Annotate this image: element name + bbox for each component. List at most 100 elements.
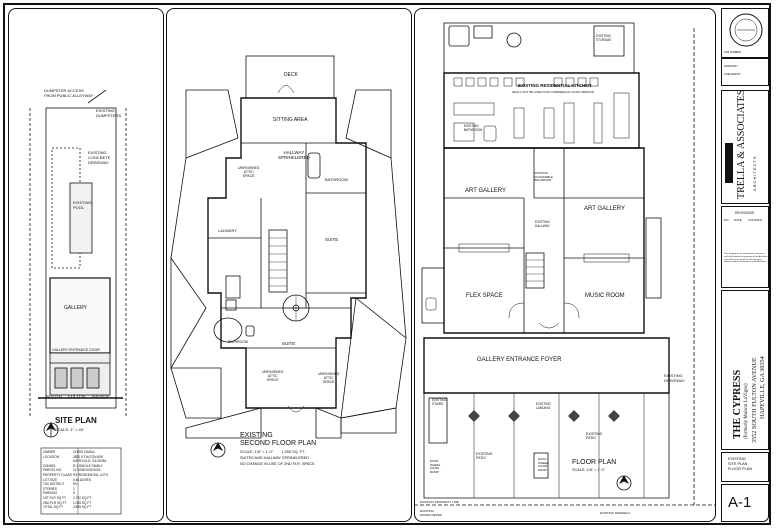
project-info-key: LOCATION — [43, 454, 60, 459]
checked-by-label: CHECKED BY — [724, 73, 741, 76]
bathroom-label: BATHROOM — [325, 177, 348, 182]
project-info-row: STORIES 2 — [43, 487, 121, 492]
architect-seal — [729, 13, 763, 47]
second-floor-title: EXISTING SECOND FLOOR PLAN — [240, 432, 317, 447]
existing-patio-2-label: EXISTING PATIO — [586, 432, 603, 440]
firm-box: TRELLA & ASSOCIATES ARCHITECTS — [721, 90, 769, 204]
rev-content-label: CONTENT — [748, 218, 763, 222]
firm-sub: ARCHITECTS — [752, 155, 757, 191]
music-room-label: MUSIC ROOM — [585, 293, 625, 299]
rev-date-label: DATE — [734, 218, 742, 222]
revisions-label: REVISIONS — [735, 211, 755, 215]
gallery-label: GALLERY — [64, 305, 87, 311]
project-info-row: PARCEL NO.14 0098 0009 0004 — [43, 468, 121, 473]
project-info-key: LOT SIZE — [43, 477, 58, 482]
second-floor-scale: SCALE: 1/8" = 1'-0" 1,055 SQ. FT. — [240, 450, 305, 454]
existing-bathroom-label: EXISTING BATHROOM — [464, 124, 483, 132]
street-label: SOUTH FULTON AVENUE — [46, 394, 110, 399]
gallery-foyer-label: GALLERY ENTRANCE FOYER — [477, 357, 562, 363]
second-floor-panel — [166, 8, 412, 522]
existing-accessible-label: EXISTING ACCESSIBLE BATHROOM — [534, 171, 553, 183]
floor-plan-title: FLOOR PLAN — [572, 459, 617, 466]
project-info-value: HAPEVILLE, GA 30354 — [73, 459, 107, 464]
project-info-value: R3 RESIDENTIAL LOTS — [73, 472, 108, 477]
site-plan-drawing — [29, 89, 127, 515]
property-line-label: EXISTING PROPERTY LINE — [420, 500, 459, 504]
project-info-row: TOTAL SQ FT 3,805 SQ FT — [43, 505, 121, 510]
hallway-label: HALLWAY SPRINKLERED — [278, 150, 310, 160]
art-gallery-2-label: ART GALLERY — [584, 206, 626, 212]
project-info-value: 5 — [73, 491, 75, 496]
project-info-value: 14 0098 0009 0004 — [73, 468, 101, 473]
project-address-2: HAPEVILLE, GA 30354 — [759, 356, 766, 419]
existing-storage-label: EXISTING STORAGE — [596, 34, 612, 42]
project-info-key: TOTAL SQ FT — [43, 505, 64, 510]
existing-hallway-label: EXISTING HALLWAY — [535, 220, 550, 228]
sitting-area-label: SITTING AREA — [273, 117, 308, 123]
firm-name: TRELLA & ASSOCIATES — [736, 89, 747, 199]
project-info-key: PROPERTY CLASS — [43, 472, 72, 477]
second-floor-note-1: SUITES AND HALLWAY SPRINKLERED — [240, 456, 309, 460]
suite-2-label: SUITE — [282, 341, 296, 346]
project-info-row: PARKING 5 — [43, 491, 121, 496]
project-info-value: R-1 SINGLE FAMILY — [73, 463, 103, 468]
sheet-number-box: A-1 — [721, 484, 769, 522]
dumpster-note: DUMPSTER ACCESS FROM PUBLIC ALLEYWAY — [44, 88, 94, 98]
concrete-driveway-label: EXISTING CONCRETE DRIVEWAY — [88, 150, 111, 165]
project-info-key: OWNER — [43, 450, 56, 454]
project-info-table: OWNER CHRIS ZAVALL LOCATION 3552 S FULTON A… — [43, 450, 121, 510]
site-plan-panel — [8, 8, 164, 522]
drawing-sheet — [3, 3, 771, 525]
project-info-value: CHRIS ZAVALL — [73, 450, 96, 454]
floor-plan-drawing — [414, 22, 716, 506]
existing-kitchen-label: EXISTING RESIDENTIAL KITCHEN — [518, 83, 592, 88]
job-number-label: JOB NUMBER — [724, 51, 742, 54]
project-info-value: 3,805 SQ FT — [73, 505, 92, 510]
project-info-row: LOCATION 3552 S FULTON AVE — [43, 455, 121, 460]
site-plan-scale: SCALE: 1" = 40' — [55, 427, 84, 432]
exit-ramp-1-label: EXIST. WHEEL CHAIR RAMP — [430, 459, 441, 474]
drawn-by-label: DRAWN BY — [724, 65, 738, 68]
flex-space-label: FLEX SPACE — [466, 293, 503, 299]
suite-1-label: SUITE — [325, 237, 339, 242]
existing-driveway-label: EXISTING DRIVEWAY — [664, 373, 685, 383]
second-floor-drawing — [170, 55, 407, 458]
exit-ramp-2-label: EXIST. WHEEL CHAIR RAMP — [538, 457, 549, 472]
sheet-title: EXISTING SITE PLAN FLOOR PLAN — [728, 457, 753, 471]
drawn-checked-box: DRAWN BY CHECKED BY — [721, 58, 769, 86]
kitchen-note-label: SHALL NOT BE USED FOR COMMERCIAL FOOD SE… — [512, 90, 595, 94]
unfinished-attic-2-label: UNFINISHED ATTIC SPACE — [262, 370, 284, 382]
project-info-value: 2 — [73, 486, 75, 491]
sheet-number: A-1 — [728, 494, 752, 511]
second-floor-note-2: NO CHANGE IN USE OF 2ND FLR. SPACE — [240, 462, 315, 466]
project-info-key: PARKING — [43, 491, 58, 496]
seal-box: JOB NUMBER — [721, 8, 769, 58]
property-boundary — [45, 107, 117, 409]
project-info-value: 3552 S FULTON AVE — [73, 454, 104, 459]
pool-outline — [69, 182, 93, 254]
existing-dumpster-label: EXISTING DUMPSTERS — [96, 108, 122, 118]
sheet-title-box: EXISTING SITE PLAN FLOOR PLAN — [721, 452, 769, 482]
unfinished-attic-1-label: UNFINISHED ATTIC SPACE — [238, 166, 260, 178]
bathroom-2-label: BATHROOM — [228, 340, 248, 344]
floor-plan-scale: SCALE: 1/8" = 1'-0" — [572, 468, 606, 472]
revisions-box: REVISIONS NO. DATE CONTENT This drawing … — [721, 206, 769, 288]
site-plan-title: SITE PLAN — [55, 416, 97, 425]
project-info-value: 0.46 ACRES — [73, 477, 91, 482]
project-box: THE CYPRESS (formerly Maison LaVigne) 35… — [721, 290, 769, 450]
project-info-key: STORIES — [43, 486, 57, 491]
existing-stairs-label: EXISTING STAIRS — [432, 398, 447, 406]
project-info-row: HAPEVILLE, GA 30354 — [43, 459, 121, 464]
laundry-label: LAUNDRY — [218, 228, 238, 233]
art-gallery-1-label: ART GALLERY — [465, 188, 507, 194]
copyright-note: This drawing as an instrument of service… — [724, 253, 768, 264]
project-address-1: 3552 SOUTH FULTON AVENUE — [751, 357, 758, 443]
project-info-key: 2ND FLR SQ FT — [43, 500, 67, 505]
project-info-key: TAX DISTRICT — [43, 482, 65, 487]
project-info-value: 2,750 SQ FT — [73, 495, 92, 500]
project-info-table — [40, 447, 122, 515]
